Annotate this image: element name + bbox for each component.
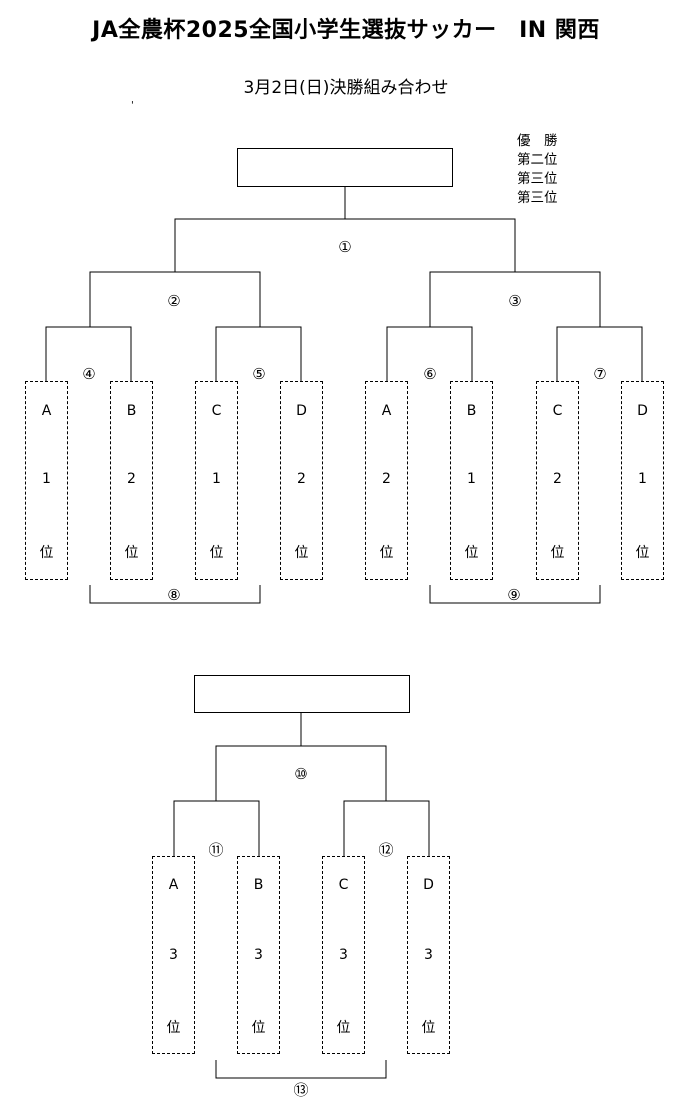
team-suffix: 位 xyxy=(550,545,565,561)
match-8-bracket xyxy=(89,585,261,604)
team-rank: 1 xyxy=(212,471,221,487)
match-13-label: ⑬ xyxy=(293,1081,309,1099)
match-11-label: ⑪ xyxy=(208,841,224,859)
rank-first: 優 勝 xyxy=(517,133,558,149)
team-group: A xyxy=(381,403,392,419)
team-group: A xyxy=(41,403,52,419)
team-box: B 1 位 xyxy=(450,381,493,580)
match-12-label: ⑫ xyxy=(378,841,394,859)
match-11-bracket xyxy=(173,800,260,856)
team-group: B xyxy=(466,403,477,419)
team-group: D xyxy=(637,403,648,419)
team-box: B 2 位 xyxy=(110,381,153,580)
team-suffix: 位 xyxy=(464,545,479,561)
rank-third-2: 第三位 xyxy=(517,190,558,206)
champion-result-box xyxy=(237,148,453,187)
team-rank: 2 xyxy=(127,471,136,487)
semi-right-bracket xyxy=(429,271,601,327)
rank-third-1: 第三位 xyxy=(517,171,558,187)
team-group: C xyxy=(552,403,563,419)
team-suffix: 位 xyxy=(336,1020,351,1036)
match-9-label: ⑨ xyxy=(507,586,521,604)
match-1-label: ① xyxy=(338,238,352,256)
match-8-label: ⑧ xyxy=(167,586,181,604)
team-suffix: 位 xyxy=(251,1020,266,1036)
team-group: B xyxy=(253,877,264,893)
match-5-label: ⑤ xyxy=(252,365,266,383)
qf-4-bracket xyxy=(45,326,132,381)
team-rank: 1 xyxy=(638,471,647,487)
team-suffix: 位 xyxy=(209,545,224,561)
team-suffix: 位 xyxy=(421,1020,436,1036)
team-suffix: 位 xyxy=(124,545,139,561)
team-box: C 1 位 xyxy=(195,381,238,580)
lower-result-box xyxy=(194,675,410,713)
match-12-bracket xyxy=(343,800,430,856)
team-rank: 2 xyxy=(297,471,306,487)
qf-6-bracket xyxy=(386,326,473,381)
team-group: D xyxy=(296,403,307,419)
team-box: C 2 位 xyxy=(536,381,579,580)
ranking-list: 優 勝 第二位 第三位 第三位 xyxy=(517,132,558,208)
team-suffix: 位 xyxy=(635,545,650,561)
team-box: D 2 位 xyxy=(280,381,323,580)
match-3-label: ③ xyxy=(508,292,522,310)
team-suffix: 位 xyxy=(294,545,309,561)
match-4-label: ④ xyxy=(82,365,96,383)
match-9-bracket xyxy=(429,585,601,604)
team-box: A 2 位 xyxy=(365,381,408,580)
team-group: B xyxy=(126,403,137,419)
match-13-bracket xyxy=(215,1060,387,1079)
team-rank: 3 xyxy=(424,947,433,963)
team-group: C xyxy=(338,877,349,893)
page-subtitle: 3月2日(日)決勝組み合わせ xyxy=(243,78,449,98)
team-box: B 3 位 xyxy=(237,856,280,1054)
stray-mark: ' xyxy=(131,100,134,111)
team-box: A 3 位 xyxy=(152,856,195,1054)
team-rank: 1 xyxy=(467,471,476,487)
page-title: JA全農杯2025全国小学生選抜サッカー IN 関西 xyxy=(92,18,600,43)
team-rank: 3 xyxy=(169,947,178,963)
match-2-label: ② xyxy=(167,292,181,310)
team-box: A 1 位 xyxy=(25,381,68,580)
team-box: D 1 位 xyxy=(621,381,664,580)
team-suffix: 位 xyxy=(166,1020,181,1036)
qf-5-bracket xyxy=(215,326,302,381)
team-rank: 2 xyxy=(382,471,391,487)
match-10-label: ⑩ xyxy=(294,765,308,783)
team-suffix: 位 xyxy=(39,545,54,561)
lower-final-bracket xyxy=(215,745,387,801)
team-rank: 3 xyxy=(339,947,348,963)
team-group: D xyxy=(423,877,434,893)
team-rank: 2 xyxy=(553,471,562,487)
semi-left-bracket xyxy=(89,271,261,327)
final-bracket xyxy=(174,218,516,272)
team-group: A xyxy=(168,877,179,893)
team-rank: 3 xyxy=(254,947,263,963)
team-group: C xyxy=(211,403,222,419)
qf-7-bracket xyxy=(556,326,643,381)
match-7-label: ⑦ xyxy=(593,365,607,383)
team-box: C 3 位 xyxy=(322,856,365,1054)
match-6-label: ⑥ xyxy=(423,365,437,383)
rank-second: 第二位 xyxy=(517,152,558,168)
team-box: D 3 位 xyxy=(407,856,450,1054)
team-suffix: 位 xyxy=(379,545,394,561)
team-rank: 1 xyxy=(42,471,51,487)
